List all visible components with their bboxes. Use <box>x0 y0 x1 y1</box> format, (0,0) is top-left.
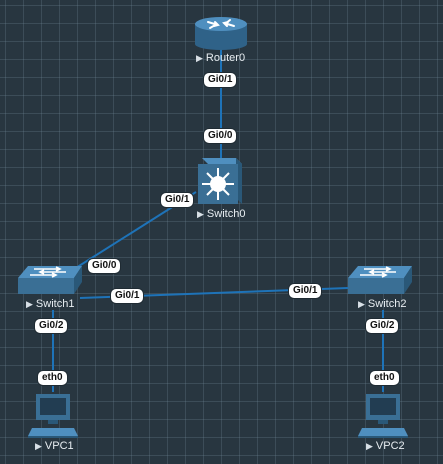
play-icon[interactable]: ▶ <box>197 209 204 219</box>
node-vpc1[interactable] <box>28 392 78 438</box>
label-vpc1: ▶VPC1 <box>35 440 74 452</box>
pc-icon <box>28 394 78 438</box>
label-vpc2: ▶VPC2 <box>366 440 405 452</box>
switch-icon <box>348 266 412 294</box>
port-switch2-gi02: Gi0/2 <box>365 318 400 334</box>
play-icon[interactable]: ▶ <box>26 299 33 309</box>
multilayer-switch-icon <box>198 158 242 204</box>
node-router0[interactable] <box>193 14 249 50</box>
play-icon[interactable]: ▶ <box>358 299 365 309</box>
port-vpc1-eth0: eth0 <box>37 370 68 386</box>
router-icon <box>195 17 247 50</box>
label-router0: ▶Router0 <box>196 52 246 64</box>
port-switch0-gi00: Gi0/0 <box>203 128 238 144</box>
play-icon[interactable]: ▶ <box>366 441 373 451</box>
port-router0-gi01: Gi0/1 <box>203 72 238 88</box>
pc-icon <box>358 394 408 438</box>
play-icon[interactable]: ▶ <box>196 53 203 63</box>
label-switch0: ▶Switch0 <box>197 208 246 220</box>
node-vpc2[interactable] <box>358 392 408 438</box>
node-switch0[interactable] <box>196 156 244 206</box>
port-switch1-gi02: Gi0/2 <box>34 318 69 334</box>
play-icon[interactable]: ▶ <box>35 441 42 451</box>
label-switch2: ▶Switch2 <box>358 298 407 310</box>
node-switch2[interactable] <box>346 264 414 296</box>
port-switch0-gi01: Gi0/1 <box>160 192 195 208</box>
switch-icon <box>18 266 82 294</box>
port-switch1-gi00: Gi0/0 <box>87 258 122 274</box>
port-switch1-gi01: Gi0/1 <box>110 288 145 304</box>
node-switch1[interactable] <box>16 264 84 296</box>
label-switch1: ▶Switch1 <box>26 298 75 310</box>
port-vpc2-eth0: eth0 <box>369 370 400 386</box>
port-switch2-gi01: Gi0/1 <box>288 283 323 299</box>
